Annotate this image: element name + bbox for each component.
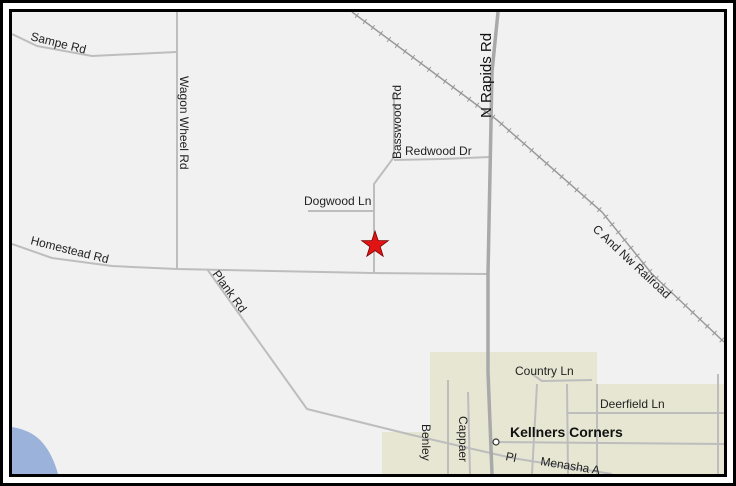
railroad-tick xyxy=(712,330,717,336)
label-kellners-corners: Kellners Corners xyxy=(510,424,623,440)
label-country-ln: Country Ln xyxy=(515,364,574,378)
railroad-tick xyxy=(370,24,376,31)
map-frame: Sampe Rd Wagon Wheel Rd Basswood Rd N Ra… xyxy=(9,9,727,477)
railroad-tick xyxy=(458,90,464,96)
railroad-tick xyxy=(628,245,634,251)
label-wagon-wheel-rd: Wagon Wheel Rd xyxy=(177,76,191,170)
railroad-tick xyxy=(521,141,527,147)
railroad-tick xyxy=(675,296,681,302)
label-deerfield-ln: Deerfield Ln xyxy=(600,397,665,411)
railroad-tick xyxy=(544,160,549,167)
railroad-tick xyxy=(551,167,557,173)
railroad-tick xyxy=(615,229,621,235)
road-homestead xyxy=(12,243,488,275)
railroad-tick xyxy=(378,30,384,37)
label-dogwood-ln: Dogwood Ln xyxy=(304,194,371,208)
railroad-tick xyxy=(574,187,580,193)
label-plank-partial: Pl xyxy=(504,449,517,465)
railroad-tick xyxy=(466,96,472,102)
railroad-tick xyxy=(434,72,440,79)
railroad-tick xyxy=(647,268,653,274)
label-redwood-dr: Redwood Dr xyxy=(405,144,472,158)
railroad-tick xyxy=(410,54,416,61)
railroad-tick xyxy=(536,154,542,160)
road-urban-2 xyxy=(566,383,569,474)
railroad-tick xyxy=(566,180,572,186)
star-icon[interactable] xyxy=(360,229,390,258)
town-dot-icon xyxy=(492,438,500,446)
railroad-line xyxy=(351,12,724,343)
railroad-tick xyxy=(474,102,480,108)
railroad-tick xyxy=(640,261,647,266)
railroad-tick xyxy=(450,84,456,90)
railroad-tick xyxy=(490,114,496,120)
road-country xyxy=(531,373,593,382)
railroad-tick xyxy=(697,316,703,322)
railroad-tick xyxy=(634,253,640,258)
railroad-tick xyxy=(653,275,659,281)
railroad-tick xyxy=(559,174,565,180)
label-basswood-rd: Basswood Rd xyxy=(390,85,404,159)
railroad-tick xyxy=(386,36,392,43)
label-n-rapids-rd: N Rapids Rd xyxy=(478,33,495,118)
railroad-tick xyxy=(683,303,688,309)
road-network xyxy=(12,12,724,474)
railroad-tick xyxy=(362,18,368,25)
railroad-tick xyxy=(354,12,360,19)
railroad-tick xyxy=(603,214,609,219)
railroad-tick xyxy=(704,323,710,329)
railroad-tick xyxy=(609,222,615,227)
road-basswood xyxy=(373,92,395,273)
railroad-tick xyxy=(418,60,424,67)
railroad-tick xyxy=(499,121,504,127)
road-redwood xyxy=(393,156,491,161)
water-body xyxy=(12,427,58,474)
railroad-tick xyxy=(529,147,534,153)
railroad-tick xyxy=(668,289,674,295)
railroad-tick xyxy=(394,42,400,49)
railroad-tick xyxy=(506,127,512,134)
railroad-tick xyxy=(581,193,587,200)
railroad-tick xyxy=(426,66,432,73)
railroad-c-and-nw xyxy=(351,12,724,343)
road-n-rapids xyxy=(486,12,500,474)
road-urban-5 xyxy=(467,391,471,474)
railroad-tick xyxy=(596,207,602,213)
railroad-tick xyxy=(621,237,628,243)
road-urban-1 xyxy=(531,383,538,474)
railroad-tick xyxy=(589,200,595,206)
map-canvas[interactable]: Sampe Rd Wagon Wheel Rd Basswood Rd N Ra… xyxy=(12,12,724,474)
label-benley: Benley xyxy=(419,424,433,461)
road-sampe xyxy=(12,33,177,57)
railroad-tick xyxy=(402,48,408,55)
label-cappaer: Cappaer xyxy=(456,416,470,462)
railroad-tick xyxy=(442,78,448,84)
railroad-tick xyxy=(482,108,488,114)
railroad-tick xyxy=(514,134,519,140)
railroad-tick xyxy=(661,282,667,288)
road-plank xyxy=(206,268,613,474)
railroad-tick xyxy=(719,337,724,343)
railroad-tick xyxy=(690,309,696,315)
